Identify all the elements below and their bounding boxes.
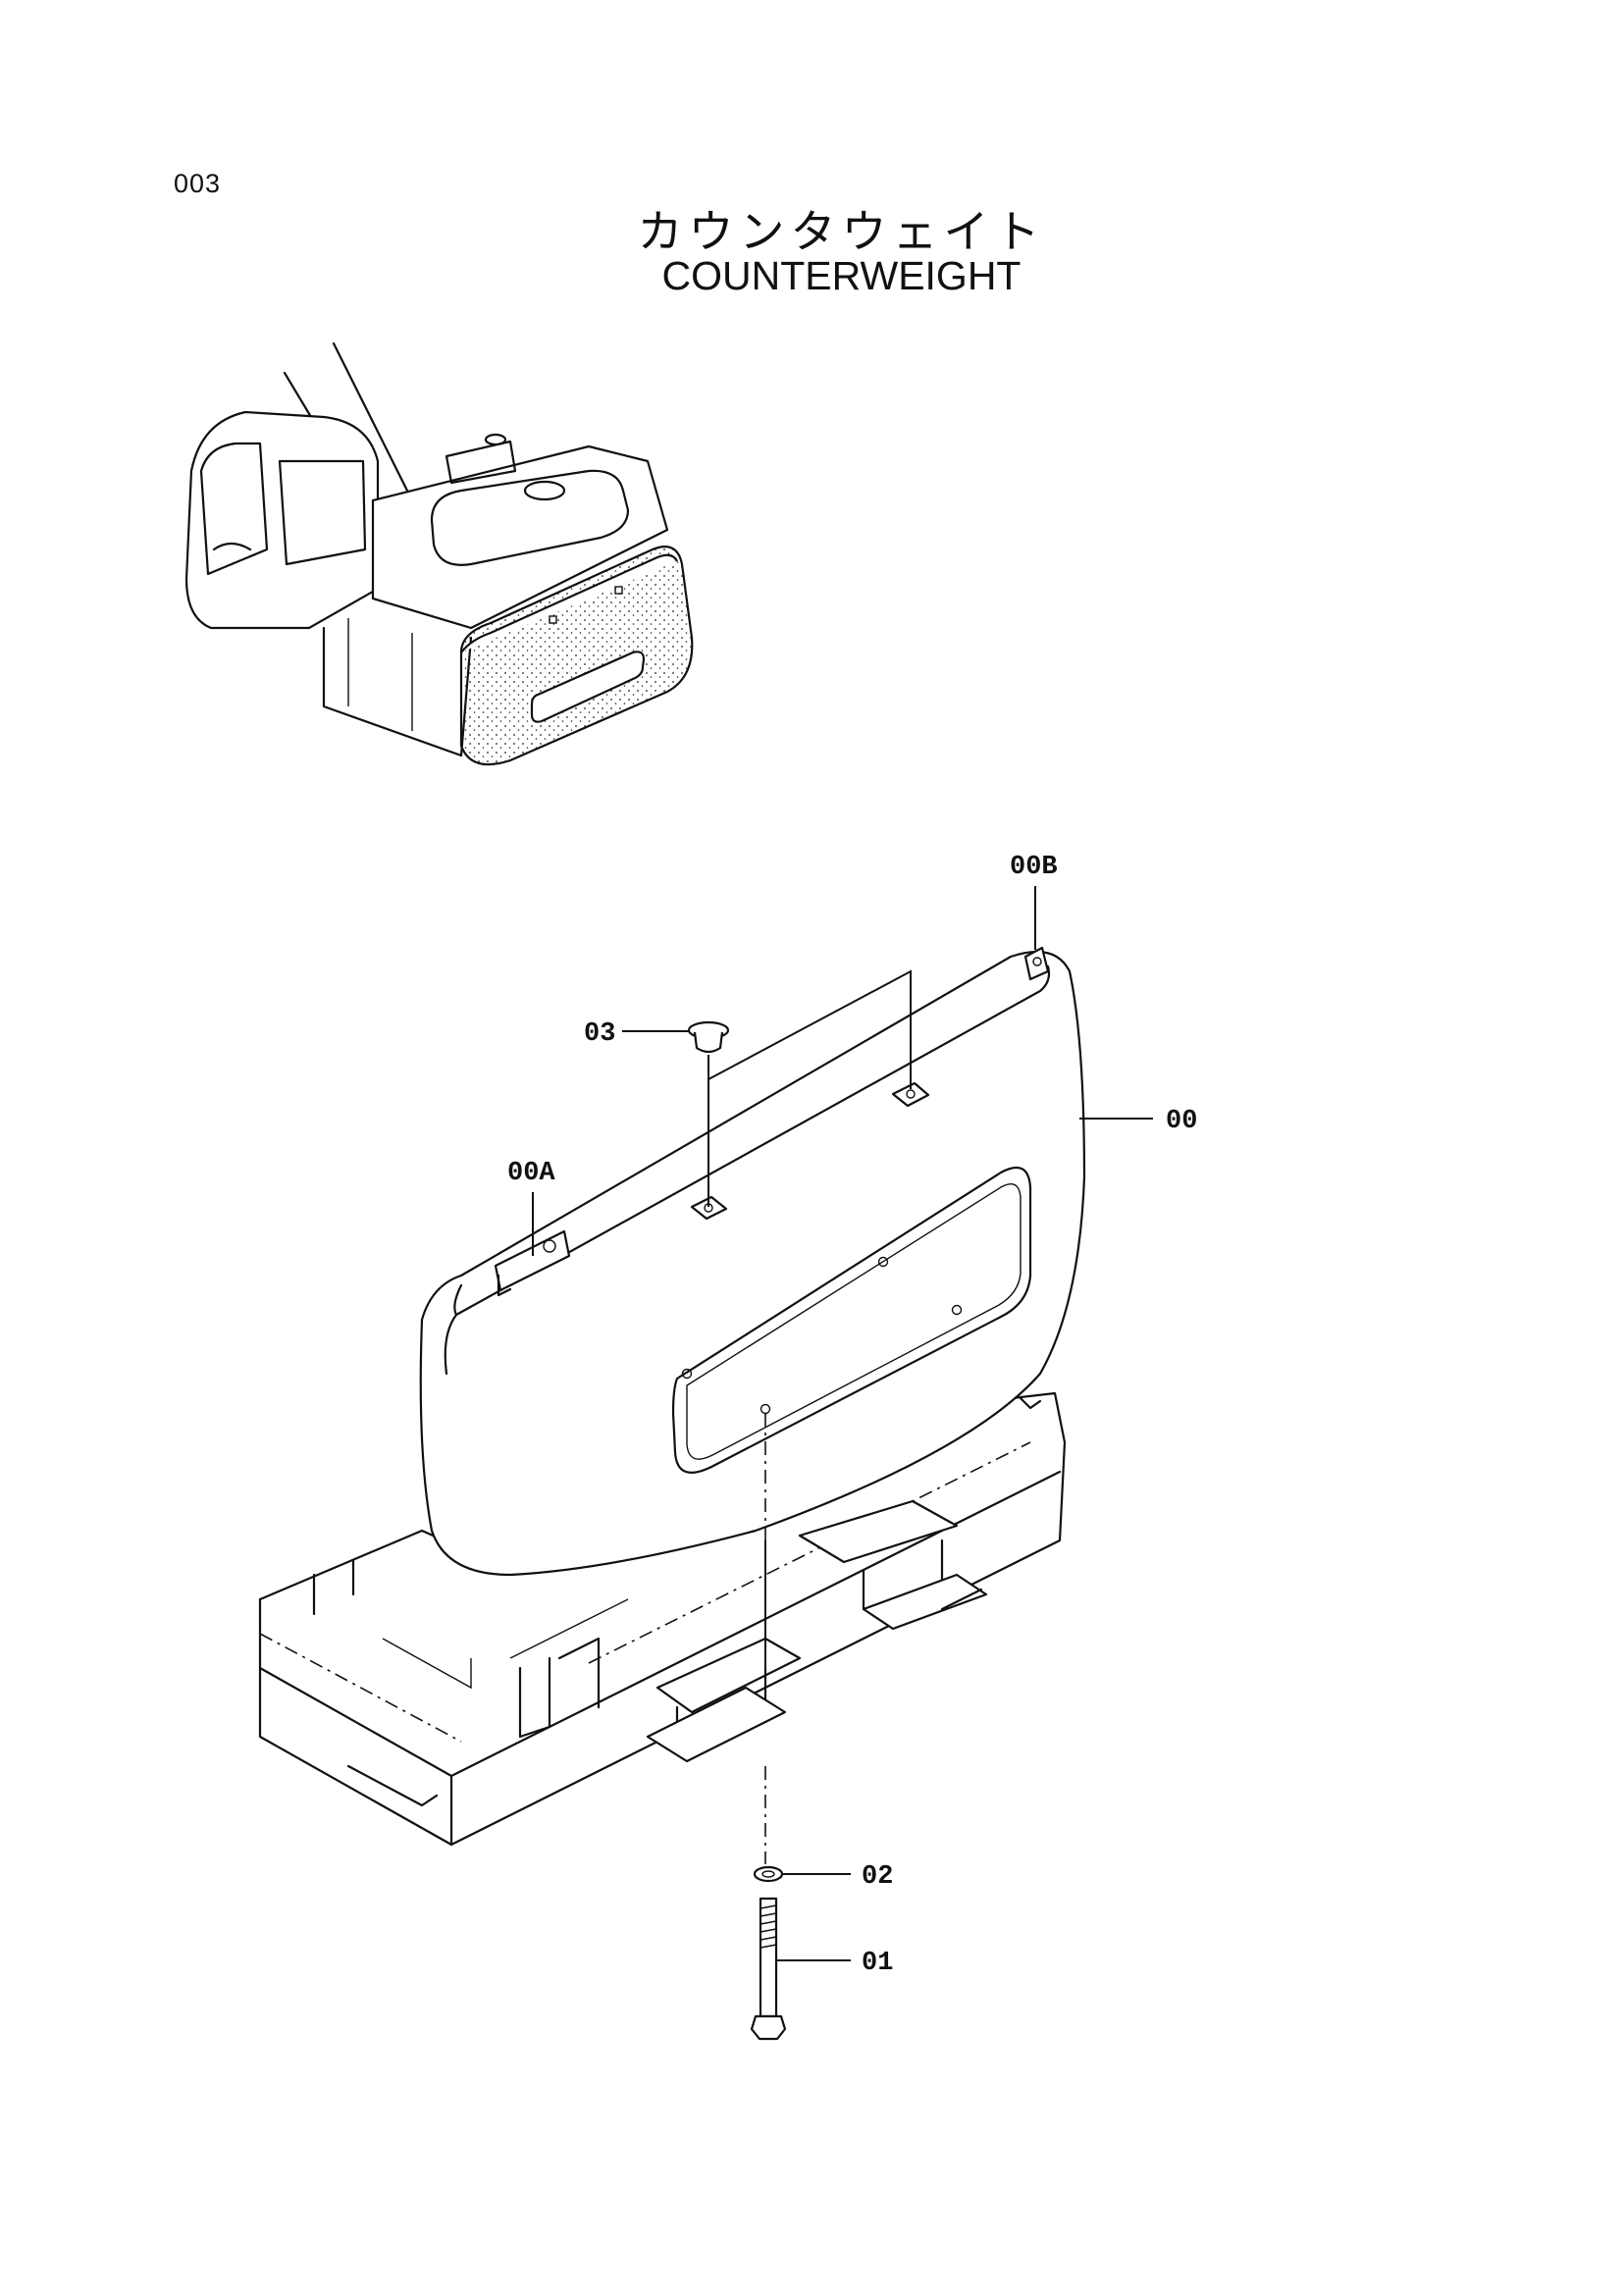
callout-00: 00 [1166, 1107, 1197, 1136]
bolt-part [750, 1897, 787, 2041]
frame-centerline-1 [259, 1633, 462, 1743]
title-english: COUNTERWEIGHT [661, 253, 1022, 298]
title-japanese: カウンタウェイト [637, 205, 1046, 258]
washer-part [753, 1865, 784, 1883]
right-rail-clip [1019, 1396, 1042, 1410]
cab-door-window [199, 442, 269, 576]
counterweight-body [419, 950, 1086, 1577]
bracket-00b-hole [1032, 957, 1042, 966]
rear-pad-bottom [862, 1573, 988, 1631]
support-pad-top [655, 1637, 802, 1714]
counterweight-left-crease [444, 1313, 458, 1376]
engine-hood [430, 469, 630, 566]
lift-hole-4 [951, 1304, 963, 1316]
top-pad-right [891, 1081, 930, 1108]
washer-outer [753, 1865, 784, 1883]
overview-bolt-hole-1 [549, 615, 557, 624]
counterweight-window-inner [686, 1183, 1022, 1460]
machine-overview-illustration [184, 341, 694, 766]
bolt-thread [760, 1904, 777, 1949]
bolt-head [750, 2014, 787, 2041]
lift-hole-3 [877, 1256, 889, 1268]
washer-inner [761, 1870, 775, 1878]
top-pad-left [690, 1195, 728, 1221]
callout-02: 02 [862, 1862, 893, 1892]
callout-03: 03 [584, 1019, 615, 1049]
lift-hole-1 [681, 1368, 693, 1380]
frame-inner-line [509, 1598, 629, 1659]
boom-line-left [283, 371, 316, 424]
rear-bracket [940, 1588, 983, 1611]
callout-00b: 00B [1010, 853, 1058, 882]
counterweight-part [419, 946, 1086, 1577]
frame-centerline-2 [588, 1441, 1031, 1664]
counterweight-top-edge [460, 553, 678, 653]
frame-bracket-left [518, 1656, 551, 1739]
bracket-00b [1023, 946, 1050, 981]
overview-bolt-hole-2 [614, 586, 623, 595]
cab-body [184, 410, 380, 630]
bracket-00a-lip [497, 1274, 512, 1297]
cap-stem [693, 1031, 724, 1054]
lower-body-side [322, 626, 473, 757]
bracket-00a-hole [543, 1239, 556, 1253]
counterweight-top-edge-line [453, 965, 1051, 1317]
counterweight-window [671, 1166, 1032, 1474]
frame-posts [312, 1558, 355, 1616]
frame-lug [346, 1764, 439, 1807]
callout-01: 01 [862, 1949, 893, 1978]
tank-cap [523, 480, 566, 501]
frame-bracket-mid [557, 1637, 601, 1709]
cab-front-window [278, 459, 367, 566]
callout-00a: 00A [507, 1159, 555, 1188]
counterweight-window-overview [530, 651, 646, 723]
frame-inner-plate [382, 1638, 472, 1690]
support-pad-bottom [646, 1686, 787, 1763]
cap-assembly-branch [707, 969, 912, 1089]
filler-cap [484, 433, 507, 446]
page-number: 003 [174, 169, 222, 198]
boom-line-right [332, 341, 414, 502]
top-cover-plate [445, 440, 517, 485]
frame-assembly [258, 1391, 1067, 1847]
rear-pad-top [798, 1499, 959, 1564]
cab-handle [212, 542, 252, 551]
counterweight-highlight [459, 546, 694, 766]
cap-part [687, 1020, 730, 1054]
top-pad-right-hole [906, 1089, 916, 1099]
